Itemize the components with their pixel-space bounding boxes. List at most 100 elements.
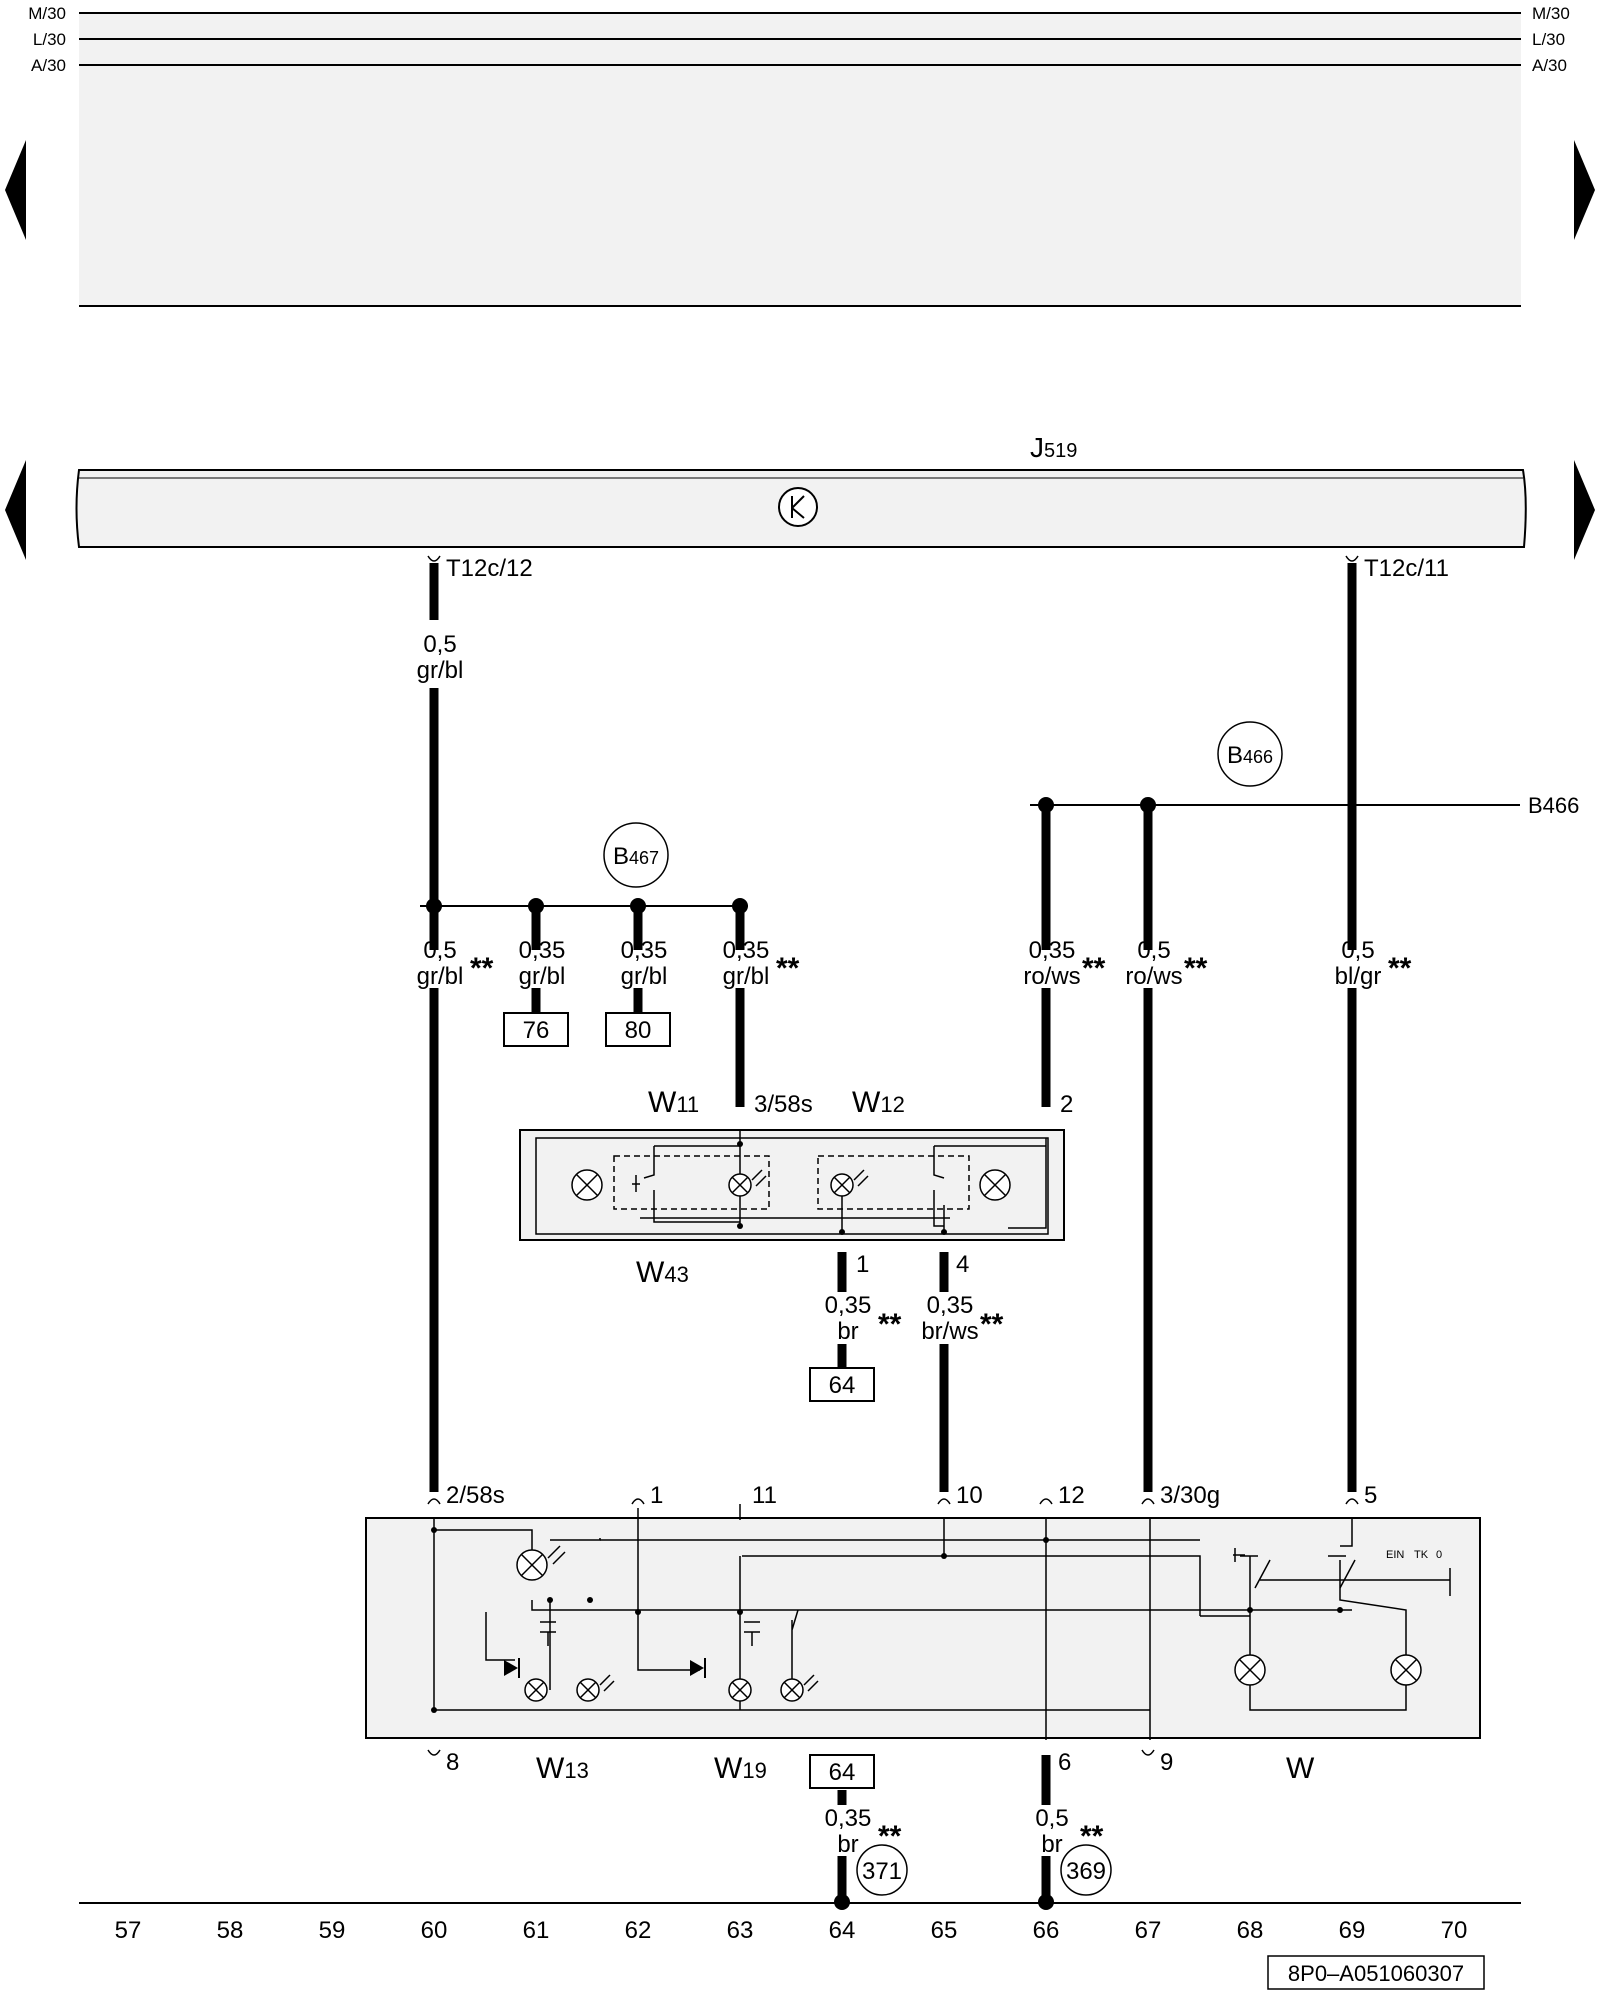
- w11-dashed-switch: [613, 1155, 770, 1210]
- wire-66-gauge: 0,35: [1029, 937, 1076, 964]
- wire-66b-gauge: 0,5: [1035, 1805, 1068, 1832]
- w43-lamp-right-icon: [979, 1169, 1011, 1201]
- page-prev-arrow-icon[interactable]: [5, 140, 26, 240]
- w43-pin-358s: 3/58s: [754, 1091, 813, 1118]
- rail-l30-label-left: L/30: [33, 30, 66, 49]
- w13-lamp-2-icon: [576, 1674, 615, 1702]
- ref-box-76[interactable]: [503, 1012, 569, 1047]
- w-pin-5: 5: [1364, 1482, 1377, 1509]
- grid-number: 69: [1339, 1917, 1366, 1944]
- w-pin-arcs: [427, 1498, 1359, 1756]
- wire-top-color: gr/bl: [417, 657, 464, 684]
- w43-lamp-unit: W11 W12 W43 3/58s 2 1 4: [519, 1086, 1073, 1289]
- w-pin-9: 9: [1160, 1749, 1173, 1776]
- w-contact-symbols: [540, 1548, 1356, 1646]
- w-pin-330g: 3/30g: [1160, 1482, 1220, 1509]
- wire-labels: 0,5 gr/bl 0,5 gr/bl 0,35 gr/bl 0,35 gr/b…: [417, 631, 1382, 1858]
- rail-a30-label-right: A/30: [1532, 56, 1567, 75]
- wire-69-gauge: 0,5: [1341, 937, 1374, 964]
- w19-lamp-2-icon: [780, 1674, 819, 1702]
- wire-66b-color: br: [1041, 1831, 1062, 1858]
- wire-61-gauge: 0,35: [519, 937, 566, 964]
- w-switch-unit: EIN TK 0 2/58s 1 11 10 12 3/30g 5 8 6 9: [365, 1482, 1481, 1785]
- rail-background: [79, 13, 1521, 306]
- w13-lamp-icon: [524, 1678, 548, 1702]
- star-marker: **: [1184, 952, 1208, 985]
- wire-64b-gauge: 0,35: [825, 1805, 872, 1832]
- splice-node: [1140, 797, 1156, 813]
- star-marker: **: [980, 1308, 1004, 1341]
- w12-lamp-icon: [830, 1169, 869, 1197]
- wire-67-color: ro/ws: [1125, 963, 1182, 990]
- grid-number: 68: [1237, 1917, 1264, 1944]
- grid-number: 59: [319, 1917, 346, 1944]
- wire-66-color: ro/ws: [1023, 963, 1080, 990]
- page-prev-arrow-2-icon[interactable]: [5, 460, 26, 560]
- ref-box-64a[interactable]: [809, 1367, 875, 1402]
- page-next-arrow-2-icon[interactable]: [1574, 460, 1595, 560]
- wire-61-color: gr/bl: [519, 963, 566, 990]
- w43-node: [941, 1229, 947, 1235]
- wire-60-color: gr/bl: [417, 963, 464, 990]
- w-pin-labels: 2/58s 1 11 10 12 3/30g 5 8 6 9: [446, 1482, 1377, 1776]
- ref-box-64b[interactable]: [809, 1754, 875, 1789]
- grid-number: 65: [931, 1917, 958, 1944]
- wire-64b-color: br: [837, 1831, 858, 1858]
- grid-number: 63: [727, 1917, 754, 1944]
- w43-pin-2: 2: [1060, 1091, 1073, 1118]
- grid-number: 58: [217, 1917, 244, 1944]
- star-marker: **: [1082, 952, 1106, 985]
- switch-label-ein: EIN: [1386, 1549, 1404, 1561]
- w43-node: [737, 1223, 743, 1229]
- wire-60-gauge: 0,5: [423, 937, 456, 964]
- connector-arc: [427, 555, 441, 562]
- w-nodes: [431, 1527, 1343, 1713]
- grid-number: 60: [421, 1917, 448, 1944]
- diagram-id: 8P0–A051060307: [1288, 1961, 1464, 1986]
- b466-splice-label: B466: [1227, 742, 1273, 769]
- rail-l30-label-right: L/30: [1532, 30, 1565, 49]
- w-pin-10: 10: [956, 1482, 983, 1509]
- ref-box-64b-label: 64: [829, 1759, 856, 1786]
- w43-housing: [519, 1129, 1065, 1241]
- j519-label: J519: [1030, 432, 1077, 463]
- w43-internal-wiring: [632, 1130, 1047, 1232]
- splice-node: [528, 898, 544, 914]
- w13-diode-icon: [504, 1658, 520, 1678]
- splices: B467 B466 B466: [420, 721, 1579, 1910]
- top-rail-section: M/30 L/30 A/30 M/30 L/30 A/30: [5, 4, 1595, 307]
- ground-369-label: 369: [1066, 1858, 1106, 1885]
- page-next-arrow-icon[interactable]: [1574, 140, 1595, 240]
- rail-a30-label-left: A/30: [31, 56, 66, 75]
- w13-label: W13: [536, 1752, 589, 1785]
- w43-node: [737, 1141, 743, 1147]
- grid-number: 64: [829, 1917, 856, 1944]
- w43-lamp-left-icon: [571, 1169, 603, 1201]
- w19-lamp-icon: [728, 1678, 752, 1702]
- ground-369-circle[interactable]: [1060, 1844, 1112, 1896]
- ground-371-circle[interactable]: [856, 1844, 908, 1896]
- wire-63-gauge: 0,35: [723, 937, 770, 964]
- wire-top-gauge: 0,5: [423, 631, 456, 658]
- wire-65m-color: br/ws: [921, 1318, 978, 1345]
- connector-arc: [1345, 555, 1359, 562]
- w19-diode-icon: [690, 1658, 706, 1678]
- w-lamp-left-icon: [1234, 1654, 1266, 1686]
- ref-box-80-label: 80: [625, 1017, 652, 1044]
- rail-m30-label-left: M/30: [28, 4, 66, 23]
- j519-module: J519: [5, 432, 1595, 560]
- t12c12-label: T12c/12: [446, 555, 533, 582]
- w11-label: W11: [648, 1086, 699, 1119]
- grid-number: 61: [523, 1917, 550, 1944]
- splice-node: [426, 898, 442, 914]
- ref-box-80[interactable]: [605, 1012, 671, 1047]
- wire-65m-gauge: 0,35: [927, 1292, 974, 1319]
- diagram-id-box: [1267, 1955, 1485, 1990]
- w12-label: W12: [852, 1086, 905, 1119]
- splice-node: [732, 898, 748, 914]
- b467-splice-circle: [603, 822, 669, 888]
- splice-node: [630, 898, 646, 914]
